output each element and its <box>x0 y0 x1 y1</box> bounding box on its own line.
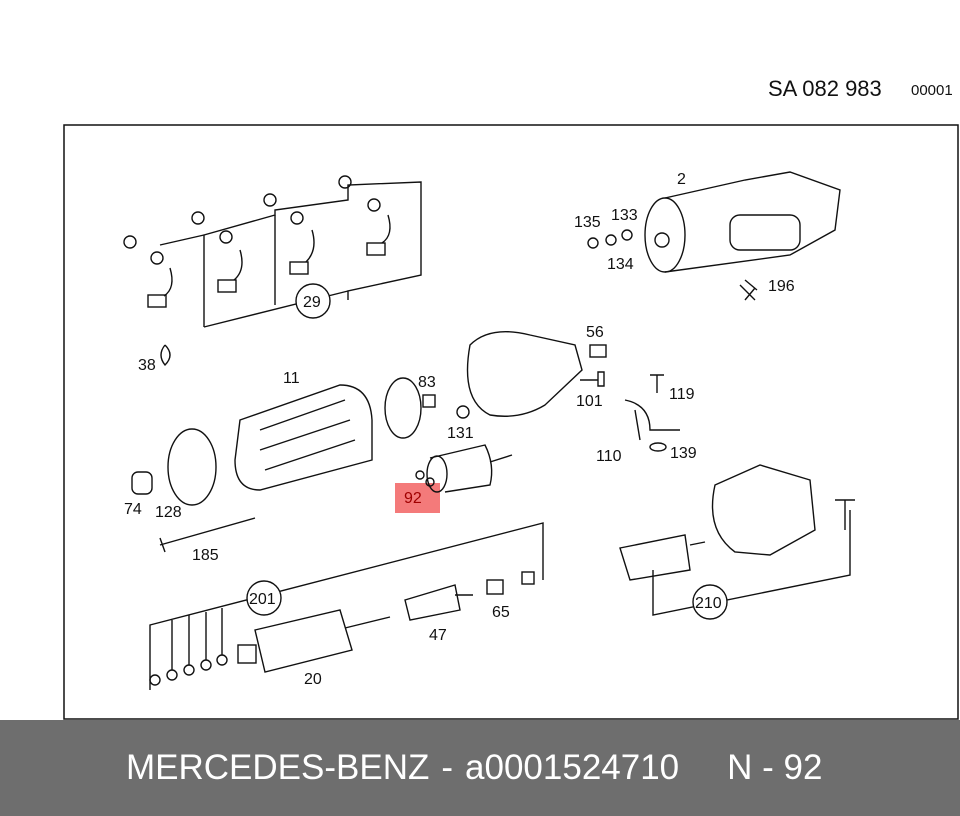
drive-end-housing <box>466 330 583 417</box>
screw-119 <box>650 374 664 393</box>
washers-133-135 <box>587 229 633 249</box>
label-196[interactable]: 196 <box>768 278 795 295</box>
clip-38 <box>160 344 171 367</box>
label-2[interactable]: 2 <box>677 171 686 188</box>
label-135[interactable]: 135 <box>574 214 601 231</box>
sheet-number: 00001 <box>911 82 953 99</box>
parts-diagram: 2 135 133 134 196 29 38 56 11 83 101 119… <box>63 124 959 720</box>
label-74[interactable]: 74 <box>124 501 142 518</box>
group-bracket-201 <box>149 522 544 690</box>
armature-20 <box>149 608 391 686</box>
solenoid-92 <box>415 444 513 493</box>
drawing-code: SA 082 983 <box>768 76 882 101</box>
through-bolt-185 <box>159 517 256 553</box>
label-38[interactable]: 38 <box>138 357 156 374</box>
bushing-74 <box>131 471 153 495</box>
label-210[interactable]: 210 <box>695 595 722 612</box>
label-110[interactable]: 110 <box>596 448 622 465</box>
washer-131 <box>456 405 470 419</box>
callout-circle-210 <box>692 584 728 620</box>
label-56[interactable]: 56 <box>586 324 604 341</box>
part-number: a0001524710 <box>465 748 680 787</box>
starter-motor-2 <box>644 171 841 273</box>
separator: - <box>441 748 454 787</box>
label-185[interactable]: 185 <box>192 547 219 564</box>
part-info-footer: MERCEDES-BENZ - a0001524710 N - 92 <box>0 720 960 816</box>
screw-196 <box>739 279 758 301</box>
group-bracket-210 <box>652 510 851 616</box>
pinion-47 <box>404 584 473 621</box>
label-201[interactable]: 201 <box>249 591 276 608</box>
label-11[interactable]: 11 <box>283 370 300 387</box>
callout-circle-29 <box>295 283 331 319</box>
bolt-101 <box>580 371 605 387</box>
diagram-position: N - 92 <box>727 748 823 787</box>
bushing-small <box>521 571 535 585</box>
label-134[interactable]: 134 <box>607 256 634 273</box>
nut-139 <box>649 442 667 452</box>
label-101[interactable]: 101 <box>576 393 603 410</box>
label-128[interactable]: 128 <box>155 504 182 521</box>
bushing-83 <box>422 394 436 408</box>
label-92[interactable]: 92 <box>404 490 422 507</box>
label-47[interactable]: 47 <box>429 627 447 644</box>
bushing-65 <box>486 579 504 595</box>
brush-set-29 <box>123 175 422 328</box>
bushing-56 <box>589 344 607 358</box>
label-119[interactable]: 119 <box>669 386 695 403</box>
callout-circle-201 <box>246 580 282 616</box>
label-131[interactable]: 131 <box>447 425 474 442</box>
label-65[interactable]: 65 <box>492 604 510 621</box>
fork-lever-110 <box>624 399 680 441</box>
label-83[interactable]: 83 <box>418 374 436 391</box>
label-139[interactable]: 139 <box>670 445 697 462</box>
brand-name: MERCEDES-BENZ <box>126 748 430 787</box>
label-20[interactable]: 20 <box>304 671 322 688</box>
plate-83 <box>384 377 422 439</box>
label-133[interactable]: 133 <box>611 207 638 224</box>
gasket-128 <box>167 428 217 506</box>
field-winding-11 <box>234 384 373 491</box>
highlight-box-92 <box>395 483 440 513</box>
diagram-frame <box>63 124 959 720</box>
label-29[interactable]: 29 <box>303 294 321 311</box>
starter-assembly-210 <box>619 464 855 581</box>
